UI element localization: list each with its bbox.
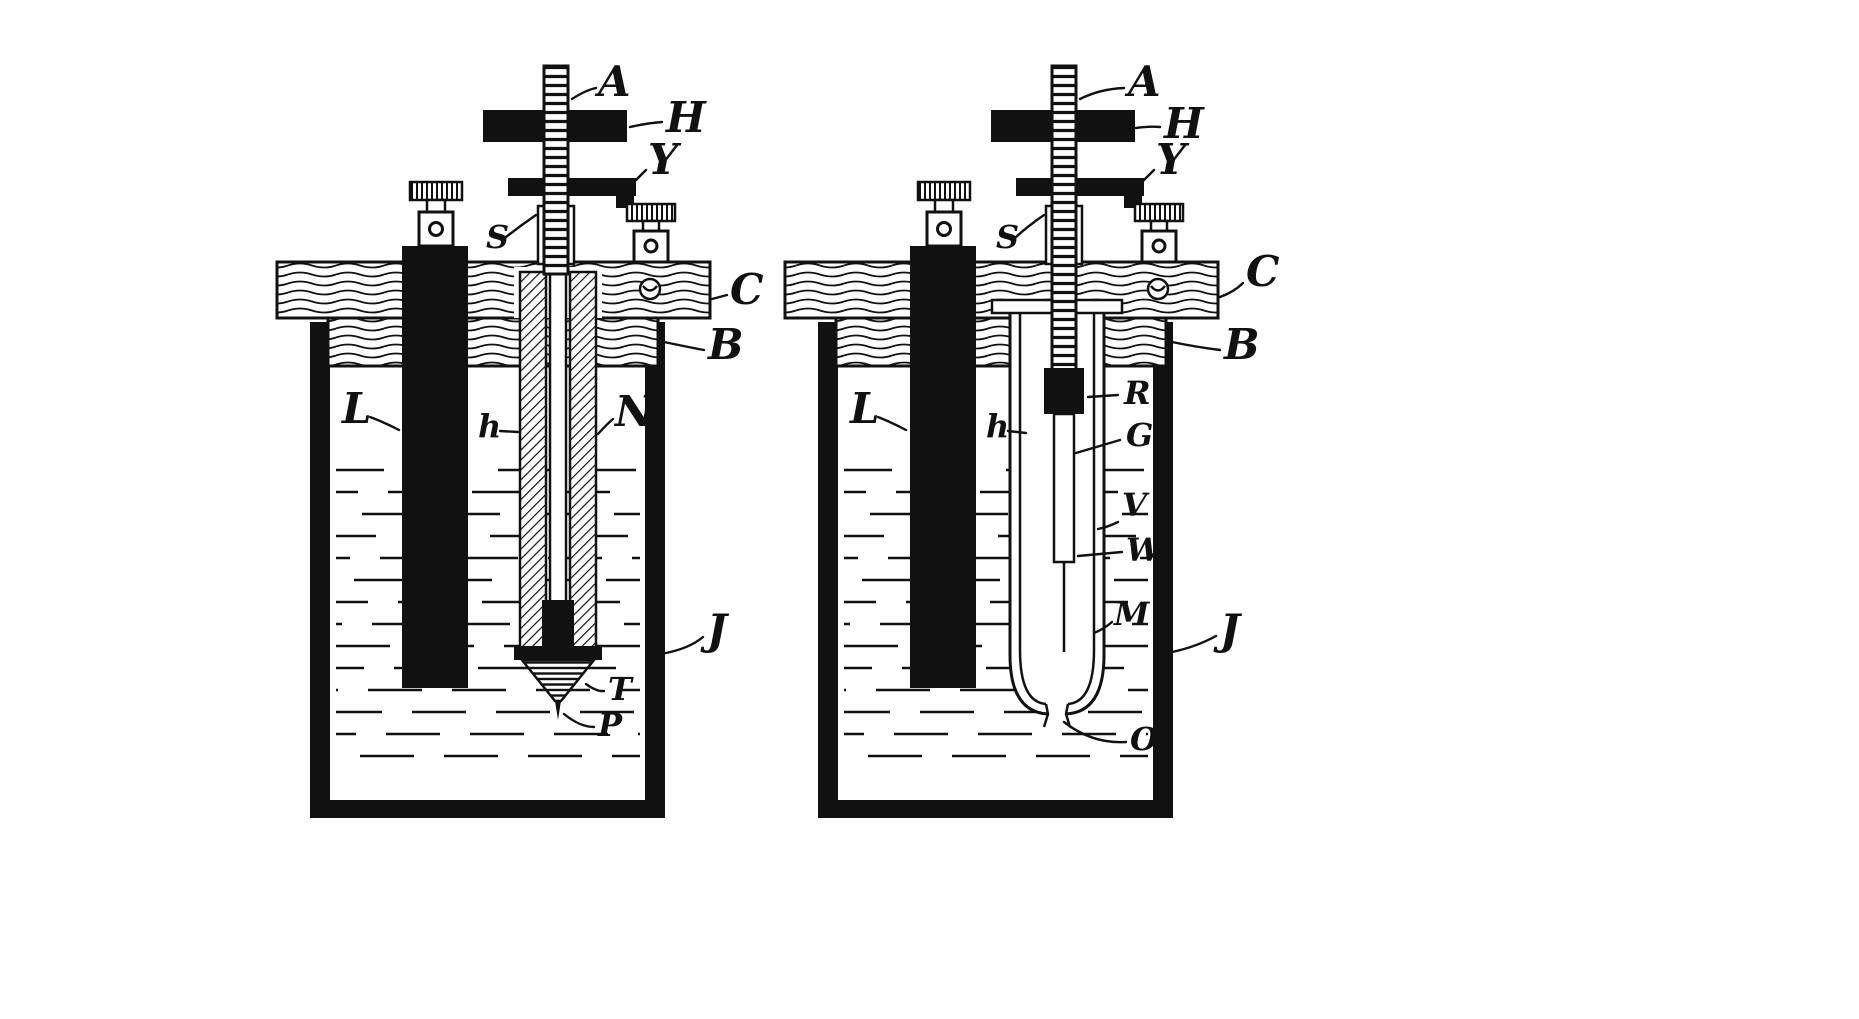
left-probe-assembly [514, 64, 602, 720]
inner-glass-stem [1052, 412, 1076, 564]
rod-clamp-block [1044, 368, 1084, 414]
glass-tube-outer-wall [1008, 312, 1106, 716]
cone-tip [519, 658, 597, 703]
label-L-right: L [849, 384, 880, 433]
label-S-right: S [996, 218, 1019, 256]
leader-h-right [1006, 429, 1028, 435]
threaded-rod [542, 64, 570, 276]
leader-S-left [504, 213, 538, 239]
label-R-right: R [1123, 374, 1151, 412]
label-A-left: A [594, 57, 631, 106]
label-N-left: N [613, 387, 655, 436]
left-labels: A H Y S C B L h N J T P [341, 57, 764, 744]
leader-O-right [1062, 720, 1128, 744]
insulating-tube-left-wall [518, 270, 548, 652]
label-V-right: V [1122, 486, 1150, 524]
leader-G-right [1074, 438, 1122, 455]
leader-H-right [1134, 125, 1162, 130]
leader-M-right [1092, 620, 1114, 635]
leader-B-right [1170, 340, 1222, 352]
leader-P-left [562, 712, 596, 729]
label-M-right: M [1113, 595, 1151, 633]
needle-point [555, 701, 561, 720]
leader-N-left [596, 417, 615, 436]
leader-T-left [584, 682, 606, 693]
label-J-right: J [1213, 605, 1243, 654]
label-h-left: h [478, 407, 501, 445]
label-Y-left: Y [648, 135, 682, 184]
label-Y-right: Y [1156, 135, 1190, 184]
leader-C-right [1218, 281, 1245, 299]
leader-J-right [1170, 634, 1218, 654]
right-cell-body [783, 108, 1220, 820]
leader-H-left [628, 120, 664, 129]
leader-L-left [368, 415, 401, 432]
label-H-left: H [665, 93, 707, 142]
leader-W-right [1076, 550, 1124, 558]
label-H-right: H [1163, 99, 1205, 148]
label-B-left: B [707, 320, 744, 369]
leader-Y-right [1140, 168, 1156, 184]
right-tube-assembly [990, 64, 1124, 728]
glass-tube-inner-wall [1018, 312, 1096, 706]
label-L-left: L [341, 384, 372, 433]
leader-C-left [710, 293, 729, 301]
leader-A-left [570, 86, 598, 101]
tube-end-band [514, 646, 602, 660]
left-cell-body [275, 108, 712, 820]
label-C-left: C [730, 265, 764, 314]
leader-A-right [1078, 86, 1126, 101]
label-T-left: T [608, 670, 634, 708]
label-J-left: J [700, 605, 730, 654]
rod-chuck [542, 600, 574, 646]
label-P-left: P [597, 706, 623, 744]
leader-L-right [876, 415, 908, 432]
insulating-tube-right-wall [568, 270, 598, 652]
threaded-rod [1050, 64, 1078, 374]
label-h-right: h [986, 407, 1009, 445]
right-labels: A H Y S C B L h R G V W M J O [849, 57, 1280, 758]
label-G-right: G [1126, 416, 1153, 454]
inner-rod [548, 266, 568, 604]
leader-V-right [1096, 520, 1120, 531]
leader-R-right [1086, 393, 1120, 399]
leader-S-right [1014, 213, 1046, 239]
leader-B-left [662, 340, 706, 352]
label-S-left: S [486, 218, 509, 256]
leader-J-left [664, 635, 705, 655]
label-O-right: O [1130, 720, 1158, 758]
label-B-right: B [1223, 320, 1260, 369]
leader-Y-left [632, 168, 648, 184]
label-C-right: C [1246, 247, 1280, 296]
tube-bottom-opening [1042, 703, 1072, 728]
label-W-right: W [1126, 531, 1165, 569]
leader-h-left [498, 429, 520, 434]
label-A-right: A [1124, 57, 1161, 106]
